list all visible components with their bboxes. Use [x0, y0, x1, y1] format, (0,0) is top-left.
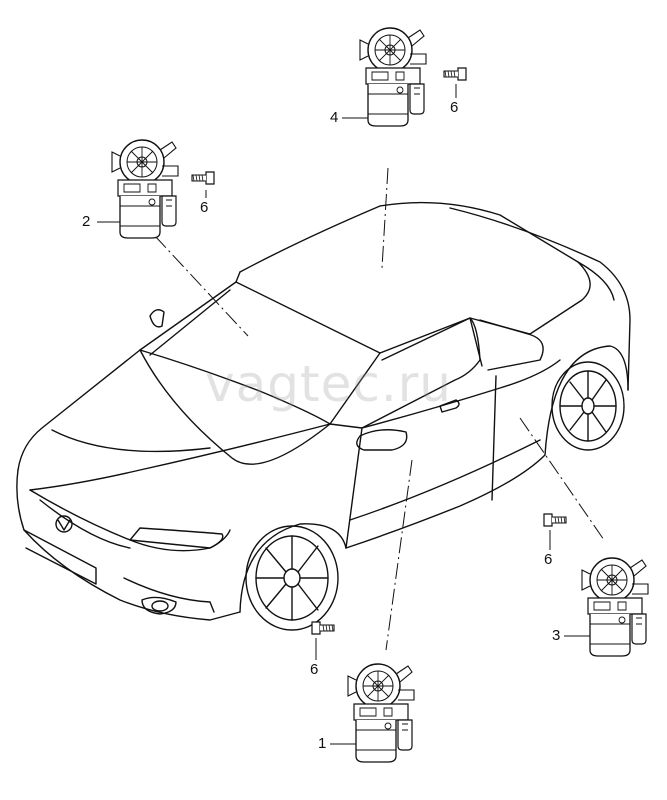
window-regulator-motor-icon — [111, 139, 179, 239]
screw-icon — [443, 67, 467, 81]
callout-leaders — [97, 84, 590, 745]
callout-4: 4 — [330, 109, 339, 126]
screw-icon — [191, 171, 215, 185]
callout-6-bottom: 6 — [310, 661, 319, 678]
leader-lines — [154, 167, 605, 651]
screw-icon — [543, 513, 567, 527]
callout-6-top: 6 — [450, 99, 459, 116]
callout-3: 3 — [552, 627, 561, 644]
car-outline-icon — [16, 201, 631, 631]
callout-6-right: 6 — [544, 551, 553, 568]
window-regulator-motor-icon — [581, 557, 649, 657]
window-regulator-motor-icon — [359, 27, 427, 127]
callout-6-left: 6 — [200, 199, 209, 216]
window-regulator-motor-icon — [347, 663, 415, 763]
screw-icon — [311, 621, 335, 635]
callout-2: 2 — [82, 213, 91, 230]
callout-1: 1 — [318, 735, 327, 752]
